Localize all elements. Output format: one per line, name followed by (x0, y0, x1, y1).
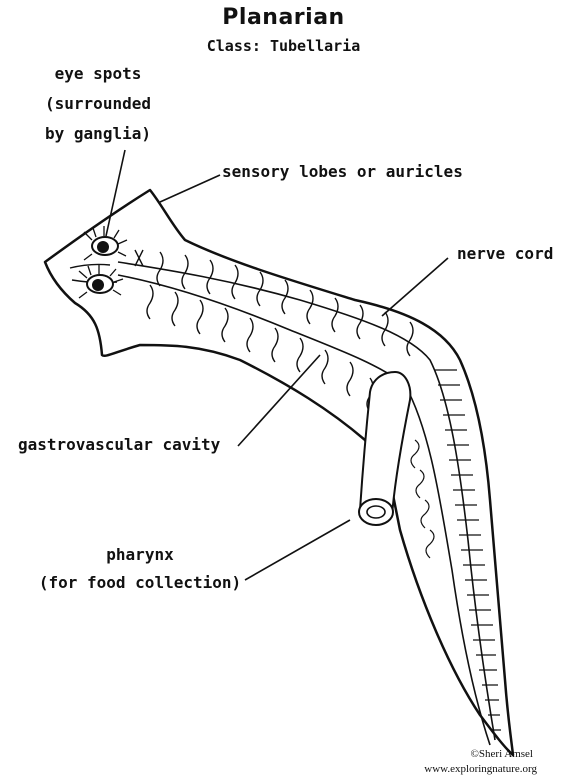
eye-spot-upper (84, 226, 127, 260)
sensory-lobes-pointer (160, 175, 220, 202)
diagram-title: Planarian (0, 7, 567, 29)
label-eye-spots-line1: eye spots (18, 66, 178, 82)
label-pharynx-line1: pharynx (30, 547, 250, 563)
label-gastrovascular-cavity: gastrovascular cavity (18, 437, 220, 453)
label-eye-spots-line2: (surrounded (18, 96, 178, 112)
diagram-subtitle: Class: Tubellaria (0, 39, 567, 54)
label-eye-spots-line3: by ganglia) (18, 126, 178, 142)
pharynx-tube (359, 372, 410, 525)
credit-website: www.exploringnature.org (424, 764, 537, 775)
nerve-cord-pointer (382, 258, 448, 316)
credit-author: ©Sheri Amsel (471, 749, 533, 760)
label-sensory-lobes: sensory lobes or auricles (222, 164, 463, 180)
planarian-body-outline (45, 190, 513, 755)
label-nerve-cord: nerve cord (457, 246, 553, 262)
eye-spots-pointer (106, 150, 125, 236)
pharynx-pointer (245, 520, 350, 580)
label-pharynx-line2: (for food collection) (20, 575, 260, 591)
gastrovascular-cavity-pointer (238, 355, 320, 446)
